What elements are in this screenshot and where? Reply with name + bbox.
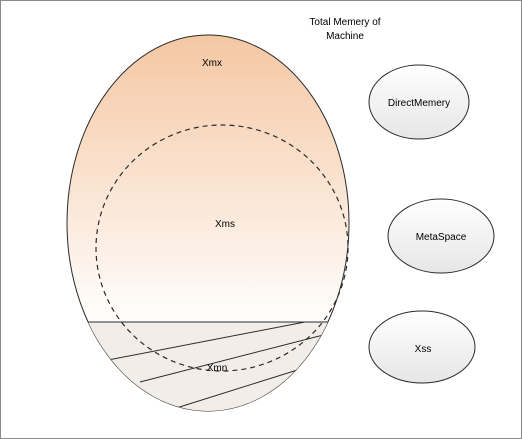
title-line-1: Total Memery of (309, 17, 380, 28)
metaspace-ellipse (387, 198, 495, 274)
xss-label: Xss (415, 344, 432, 355)
xms-label: Xms (215, 219, 235, 230)
title-line-2: Machine (326, 31, 364, 42)
metaspace-label: MetaSpace (416, 232, 467, 243)
direct-memory-label: DirectMemery (388, 98, 450, 109)
direct-memory-ellipse (368, 64, 470, 140)
xms-dashed-circle (95, 124, 349, 372)
xmx-label: Xmx (202, 58, 222, 69)
xss-ellipse (368, 310, 476, 384)
xmn-label: Xmn (207, 363, 228, 374)
